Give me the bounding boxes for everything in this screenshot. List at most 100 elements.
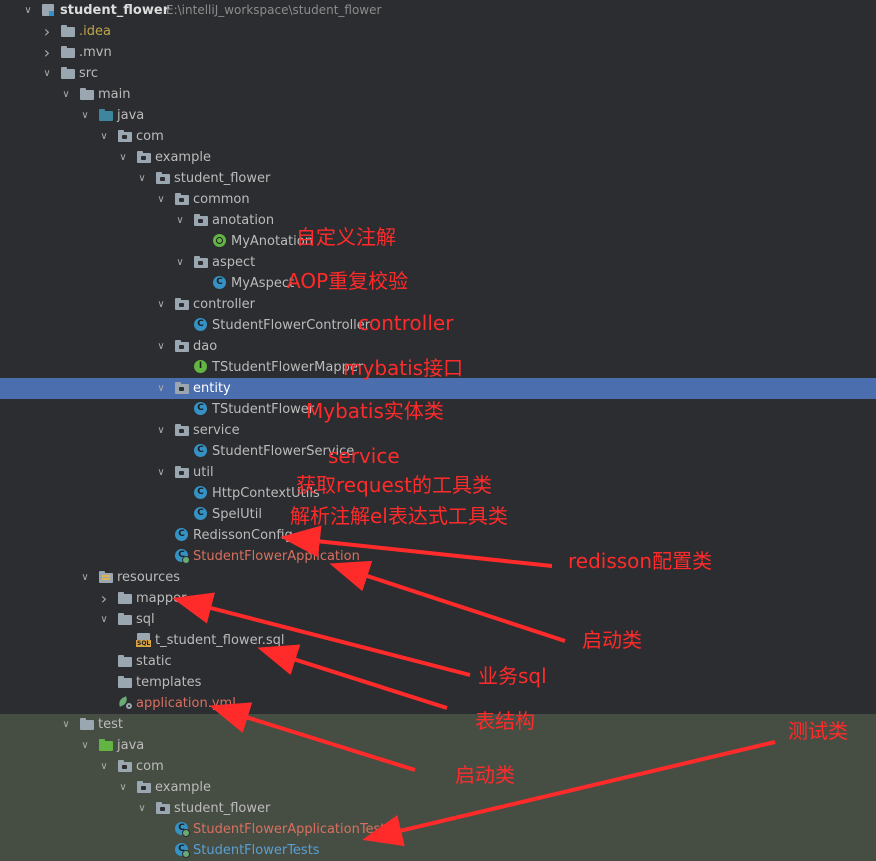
tree-row-mvn[interactable]: › .mvn [0,42,876,63]
chevron-down-icon[interactable]: ∨ [157,299,165,310]
tree-row-label: SpelUtil [212,507,262,522]
folder-icon [118,655,132,668]
tree-row-resources[interactable]: ∨resources [0,567,876,588]
tree-row-studentflowercontroller[interactable]: C StudentFlowerController [0,315,876,336]
package-icon [156,802,170,815]
tree-row-example[interactable]: ∨example [0,147,876,168]
chevron-down-icon[interactable]: ∨ [24,5,32,16]
folder-icon [118,676,132,689]
tree-row-label: StudentFlowerTests [193,843,320,858]
chevron-down-icon[interactable]: ∨ [138,803,146,814]
chevron-down-icon[interactable]: ∨ [81,572,89,583]
chevron-down-icon[interactable]: ∨ [100,614,108,625]
chevron-down-icon[interactable]: ∨ [138,173,146,184]
tree-row-label: com [136,129,164,144]
annotation-entity: Mybatis实体类 [306,399,444,423]
tree-row-src[interactable]: ∨src [0,63,876,84]
tree-row-label: TStudentFlowerMapper [212,360,364,375]
tree-row-label: common [193,192,250,207]
package-icon [175,466,189,479]
tree-row-sql[interactable]: ∨ sql [0,609,876,630]
tree-row-com[interactable]: ∨ com [0,126,876,147]
tree-row-label: student_flower [174,801,271,816]
arrow-startup-class [329,560,566,643]
chevron-down-icon[interactable]: ∨ [100,761,108,772]
folder-icon [61,67,75,80]
chevron-down-icon[interactable]: ∨ [157,194,165,205]
tree-row-aspect[interactable]: ∨aspect [0,252,876,273]
chevron-down-icon[interactable]: ∨ [119,782,127,793]
class-icon: C [175,528,188,541]
tree-row-label: .mvn [79,45,112,60]
tree-row-label: java [117,108,145,123]
tree-row-label: entity [193,381,231,396]
tree-row-idea[interactable]: ›.idea [0,21,876,42]
tree-row-main[interactable]: ∨main [0,84,876,105]
tree-row-controller[interactable]: ∨controller [0,294,876,315]
chevron-right-icon[interactable]: › [100,589,108,608]
tree-row-label: StudentFlowerController [212,318,371,333]
tree-row-label: anotation [212,213,275,228]
tree-row-myanotation[interactable]: MyAnotation [0,231,876,252]
chevron-down-icon[interactable]: ∨ [62,719,70,730]
tree-row-service[interactable]: ∨service [0,420,876,441]
chevron-down-icon[interactable]: ∨ [81,740,89,751]
tree-row-anotation[interactable]: ∨ anotation [0,210,876,231]
tree-row-java[interactable]: ∨java [0,735,876,756]
package-icon [137,151,151,164]
tree-row-label: t_student_flower.sql [155,633,285,648]
tree-row-dao[interactable]: ∨dao [0,336,876,357]
tree-row-label: sql [136,612,155,627]
tree-row-student-flower[interactable]: ∨ student_flower [0,798,876,819]
chevron-down-icon[interactable]: ∨ [119,152,127,163]
resources-folder-icon [99,571,113,584]
tree-row-student-flower[interactable]: ∨student_flower [0,168,876,189]
annotation-startup-class: 启动类 [582,628,642,652]
tree-row-label: util [193,465,214,480]
chevron-down-icon[interactable]: ∨ [43,68,51,79]
tree-row-util[interactable]: ∨ util [0,462,876,483]
arrow-table-structure [257,644,448,710]
chevron-down-icon[interactable]: ∨ [157,467,165,478]
tree-row-entity[interactable]: ∨ entity [0,378,876,399]
class-icon: C [194,318,207,331]
chevron-right-icon[interactable]: › [43,22,51,41]
tree-row-java[interactable]: ∨ java [0,105,876,126]
class-icon: C [194,402,207,415]
tree-row-common[interactable]: ∨ common [0,189,876,210]
chevron-down-icon[interactable]: ∨ [176,257,184,268]
annotation-test-class: 测试类 [788,719,848,743]
chevron-right-icon[interactable]: › [43,43,51,62]
spring-yaml-icon [116,696,132,709]
project-path: E:\intelliJ_workspace\student_flower [166,3,382,17]
annotation-spel-util: 解析注解el表达式工具类 [290,504,508,528]
tree-row-example[interactable]: ∨example [0,777,876,798]
chevron-down-icon[interactable]: ∨ [157,341,165,352]
tree-row-templates[interactable]: templates [0,672,876,693]
chevron-down-icon[interactable]: ∨ [157,383,165,394]
chevron-down-icon[interactable]: ∨ [157,425,165,436]
tree-row-label: MyAspect [231,276,295,291]
chevron-down-icon[interactable]: ∨ [176,215,184,226]
annotation-startup-class-2: 启动类 [455,763,515,787]
chevron-down-icon[interactable]: ∨ [62,89,70,100]
tree-row-label: StudentFlowerService [212,444,355,459]
chevron-down-icon[interactable]: ∨ [81,110,89,121]
arrow-test-class [362,740,776,847]
chevron-down-icon[interactable]: ∨ [100,131,108,142]
tree-row-label: test [98,717,123,732]
tree-row-static[interactable]: static [0,651,876,672]
package-icon [175,193,189,206]
